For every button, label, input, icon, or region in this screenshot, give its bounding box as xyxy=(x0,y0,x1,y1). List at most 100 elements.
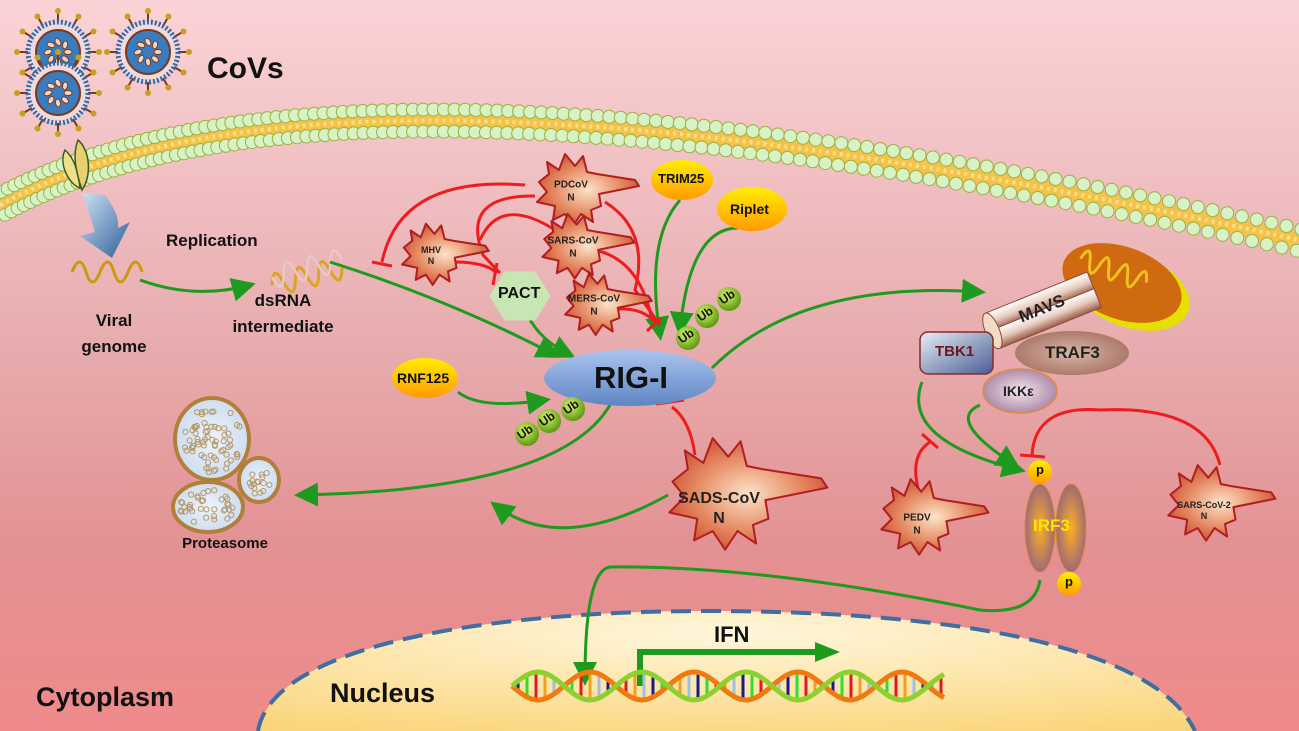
lipid-head xyxy=(685,118,698,131)
lipid-head xyxy=(936,175,949,188)
lipid-head xyxy=(1177,198,1190,211)
lipid-head xyxy=(1144,213,1157,226)
proteasome-label: Proteasome xyxy=(182,535,268,552)
lipid-head xyxy=(794,153,807,166)
lipid-head xyxy=(923,173,936,186)
riplet-label: Riplet xyxy=(730,201,769,217)
lipid-head xyxy=(844,160,857,173)
lipid-head xyxy=(883,166,896,179)
lipid-head xyxy=(913,149,926,162)
pdcov-name: PDCoV xyxy=(554,180,588,193)
lipid-head xyxy=(734,123,747,136)
lipid-head xyxy=(756,148,769,161)
mhv-name: MHV xyxy=(421,245,441,256)
lipid-head xyxy=(861,141,874,154)
lipid-head xyxy=(1191,201,1204,214)
pedv-sub: N xyxy=(903,525,930,538)
lipid-head xyxy=(1129,210,1142,223)
lipid-head xyxy=(650,114,663,127)
lipid-head xyxy=(626,112,639,125)
lipid-head xyxy=(784,130,797,143)
lipid-head xyxy=(1231,231,1244,244)
lipid-head xyxy=(1173,219,1186,232)
lipid-head xyxy=(1275,241,1288,254)
lipid-head xyxy=(671,139,684,152)
lipid-head xyxy=(857,162,870,175)
lipid-head xyxy=(1250,213,1263,226)
sads-cov-n-label: SADS-CoVN xyxy=(678,489,760,529)
lipid-head xyxy=(1134,189,1147,202)
viral-genome-line2: genome xyxy=(81,334,146,360)
lipid-head xyxy=(910,170,923,183)
lipid-head xyxy=(1265,216,1278,229)
lipid-head xyxy=(1105,183,1118,196)
lipid-head xyxy=(980,160,993,173)
coronavirus-icon xyxy=(104,8,192,96)
arrow-pact-to-rigi xyxy=(528,316,570,355)
lipid-head xyxy=(797,131,810,144)
lipid-head xyxy=(897,168,910,181)
sadscov-name: SADS-CoV xyxy=(678,489,760,509)
lipid-head xyxy=(638,113,651,126)
lipid-head xyxy=(731,145,744,158)
lipid-head xyxy=(1059,197,1072,210)
lipid-head xyxy=(990,184,1003,197)
mhv-n-protein-icon xyxy=(402,224,489,285)
lipid-head xyxy=(781,151,794,164)
lipid-head xyxy=(926,151,939,164)
lipid-head xyxy=(1077,178,1090,191)
lipid-head xyxy=(1290,244,1299,257)
lipid-head xyxy=(1246,235,1259,248)
lipid-head xyxy=(900,147,913,160)
lipid-head xyxy=(1101,205,1114,218)
lipid-head xyxy=(603,110,616,123)
lipid-head xyxy=(940,153,953,166)
lipid-head xyxy=(613,133,626,146)
lipid-head xyxy=(950,177,963,190)
sarscov-sub: N xyxy=(547,248,598,261)
lipid-head xyxy=(1120,186,1133,199)
pedv-n-label: PEDVN xyxy=(903,513,930,538)
ifn-label: IFN xyxy=(714,622,749,648)
inhibit-pedv xyxy=(916,442,930,488)
mhv-sub: N xyxy=(421,256,441,267)
lipid-head xyxy=(707,142,720,155)
lipid-head xyxy=(832,159,845,172)
lipid-head xyxy=(967,158,980,171)
pdcov-sub: N xyxy=(554,192,588,205)
lipid-head xyxy=(1260,238,1273,251)
replication-label: Replication xyxy=(166,231,258,251)
lipid-head xyxy=(1035,170,1048,183)
lipid-head xyxy=(659,137,672,150)
tbk1-label: TBK1 xyxy=(935,343,974,360)
lipid-head xyxy=(673,117,686,130)
lipid-head xyxy=(1163,195,1176,208)
lipid-head xyxy=(636,135,649,148)
lipid-head xyxy=(769,150,782,163)
lipid-head xyxy=(1031,192,1044,205)
lipid-head xyxy=(1187,222,1200,235)
lipid-head xyxy=(759,126,772,139)
trim25-label: TRIM25 xyxy=(658,171,704,186)
lipid-head xyxy=(1202,225,1215,238)
rig-i-label: RIG-I xyxy=(594,360,668,396)
lipid-head xyxy=(1280,220,1293,233)
lipid-head xyxy=(848,139,861,152)
lipid-head xyxy=(994,162,1007,175)
lipid-head xyxy=(614,111,627,124)
lipid-head xyxy=(1017,189,1030,202)
merscov-name: MERS-CoV xyxy=(568,294,620,307)
pedv-name: PEDV xyxy=(903,513,930,526)
lipid-head xyxy=(1235,210,1248,223)
phospho-bottom-label: p xyxy=(1065,574,1073,589)
lipid-head xyxy=(819,157,832,170)
lipid-head xyxy=(744,147,757,160)
lipid-head xyxy=(1008,165,1021,178)
pact-label: PACT xyxy=(498,285,540,303)
lipid-head xyxy=(835,137,848,150)
pdcov-n-label: PDCoVN xyxy=(554,180,588,205)
lipid-head xyxy=(874,143,887,156)
coronavirus-particles xyxy=(14,8,192,137)
mhv-n-label: MHVN xyxy=(421,245,441,268)
